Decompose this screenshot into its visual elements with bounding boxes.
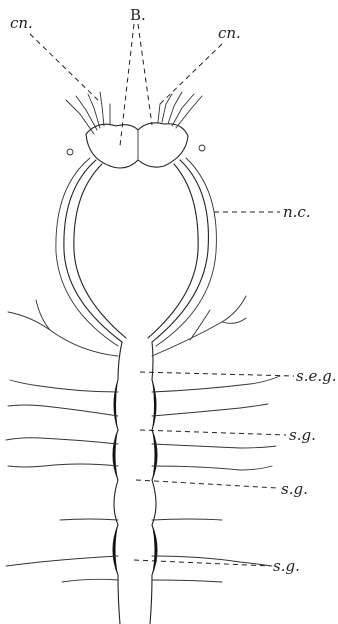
label-sg-2: s.g. <box>281 480 308 498</box>
label-cn-left: cn. <box>10 14 33 32</box>
leader-lines <box>30 24 294 566</box>
leader-brain-a <box>120 24 134 146</box>
brain <box>86 123 188 168</box>
label-sg-1: s.g. <box>289 426 316 444</box>
leader-cn-left <box>30 34 100 102</box>
right-node <box>199 145 205 151</box>
peripheral-nerves <box>6 296 280 582</box>
leader-seg <box>140 372 294 376</box>
left-node <box>67 149 73 155</box>
ventral-nerve-cord <box>113 342 157 624</box>
connectives <box>56 145 217 346</box>
label-seg: s.e.g. <box>296 367 336 385</box>
leader-sg-1 <box>140 430 286 435</box>
leader-brain-b <box>138 24 152 125</box>
label-brain: B. <box>130 6 146 24</box>
label-cn-right: cn. <box>218 24 241 42</box>
label-nc: n.c. <box>283 203 311 221</box>
label-sg-3: s.g. <box>273 557 300 575</box>
leader-sg-2 <box>136 480 278 488</box>
leader-cn-right <box>160 44 222 104</box>
